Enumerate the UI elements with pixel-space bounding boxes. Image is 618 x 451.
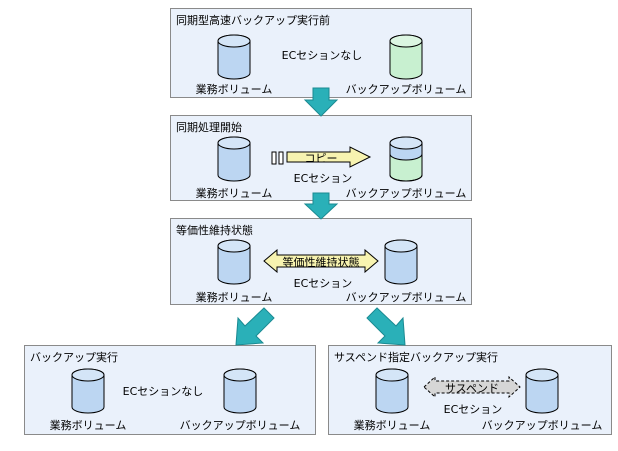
flow-arrow-down-2: [303, 192, 339, 220]
equivalency-double-arrow: [263, 248, 379, 277]
panel-backup-execution: バックアップ実行 ECセションなし 業務ボリューム バックアップボリューム: [24, 345, 316, 435]
business-volume-label: 業務ボリューム: [195, 187, 273, 200]
backup-volume-label: バックアップボリューム: [345, 83, 467, 96]
business-volume-icon: [217, 239, 251, 285]
flow-arrow-down-1: [303, 87, 339, 117]
copy-arrow-label: コピー: [304, 152, 338, 165]
flow-arrow-down-right: [366, 307, 406, 346]
ec-session-label: ECセション: [293, 172, 353, 185]
backup-volume-label: バックアップボリューム: [179, 419, 301, 432]
ec-session-label: ECセション: [293, 277, 353, 290]
flow-arrow-down-left: [235, 307, 275, 346]
backup-volume-label: バックアップボリューム: [481, 419, 603, 432]
backup-volume-icon: [525, 368, 559, 414]
panel-sync-start: 同期処理開始 コピー ECセション 業務ボリューム バックアップボリューム: [170, 115, 472, 201]
business-volume-label: 業務ボリューム: [195, 291, 273, 304]
panel-title: サスペンド指定バックアップ実行: [334, 351, 499, 364]
ec-session-label: ECセション: [443, 403, 503, 416]
panel-title: バックアップ実行: [30, 351, 118, 364]
panel-title: 同期型高速バックアップ実行前: [176, 14, 330, 27]
copy-arrow: [286, 146, 372, 172]
backup-volume-icon: [389, 34, 423, 80]
panel-title: 同期処理開始: [176, 121, 242, 134]
business-volume-icon: [217, 34, 251, 80]
suspend-double-arrow: [423, 375, 521, 402]
ec-session-label: ECセションなし: [122, 385, 204, 398]
suspend-arrow-label: サスペンド: [444, 382, 500, 395]
backup-volume-icon: [384, 239, 418, 285]
panel-before-sync-backup: 同期型高速バックアップ実行前 ECセションなし 業務ボリューム バックアップボリ…: [170, 8, 472, 98]
business-volume-label: 業務ボリューム: [49, 419, 127, 432]
business-volume-icon: [217, 136, 251, 182]
backup-volume-icon: [223, 368, 257, 414]
business-volume-label: 業務ボリューム: [195, 83, 273, 96]
business-volume-icon: [71, 368, 105, 414]
backup-volume-label: バックアップボリューム: [345, 291, 467, 304]
panel-title: 等価性維持状態: [176, 224, 253, 237]
panel-equivalency-maintenance: 等価性維持状態 等価性維持状態 ECセション 業務ボリューム バックアップボリュ…: [170, 218, 472, 305]
backup-volume-partial-icon: [389, 136, 423, 182]
business-volume-label: 業務ボリューム: [353, 419, 431, 432]
business-volume-icon: [375, 368, 409, 414]
copy-progress-marks-icon: [271, 150, 285, 169]
panel-suspend-backup-execution: サスペンド指定バックアップ実行 サスペンド ECセション 業務ボリューム バック…: [328, 345, 612, 435]
equivalency-arrow-label: 等価性維持状態: [282, 256, 360, 269]
backup-volume-label: バックアップボリューム: [345, 187, 467, 200]
ec-session-label: ECセションなし: [281, 49, 363, 62]
